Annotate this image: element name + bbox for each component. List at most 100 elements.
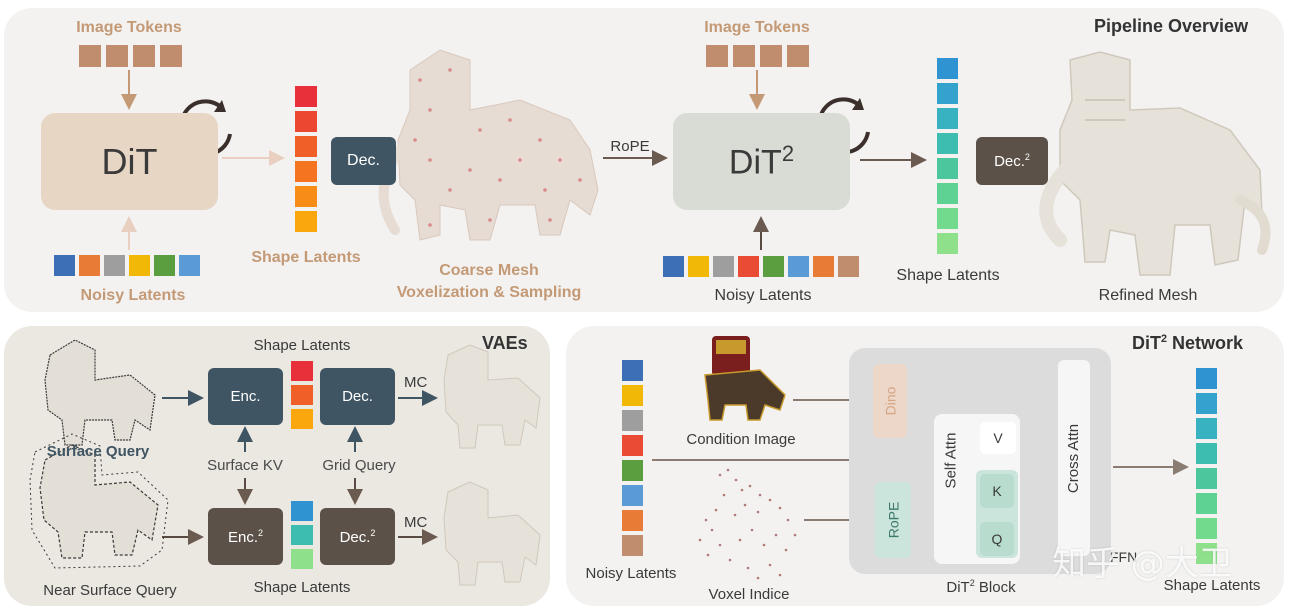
noisy-token: [79, 255, 100, 276]
dit-label: DiT: [101, 140, 158, 182]
image-token-r3: [760, 45, 782, 67]
noisy-token: [622, 385, 643, 406]
noisy-token: [813, 256, 834, 277]
vae-enc-label: Enc.: [230, 388, 261, 405]
noisy-token: [713, 256, 734, 277]
noisy-token: [622, 435, 643, 456]
watermark: 知乎 @大卫: [1052, 544, 1233, 584]
latent-cell: [291, 501, 313, 521]
image-token-r2: [733, 45, 755, 67]
latent-cell: [1196, 393, 1217, 414]
latent-cell: [295, 111, 317, 132]
noisy-token: [104, 255, 125, 276]
vae-shape-latents-top: Shape Latents: [253, 337, 351, 354]
dino-box: Dino: [873, 364, 907, 438]
vaes-title: VAEs: [482, 333, 528, 353]
image-tokens-label-left: Image Tokens: [76, 19, 182, 36]
rope-box: RoPE: [875, 482, 911, 558]
latent-cell: [291, 385, 313, 405]
near-surface-query-label: Near Surface Query: [43, 582, 177, 599]
v-label: V: [993, 430, 1003, 446]
latent-cell: [295, 211, 317, 232]
latent-cell: [1196, 443, 1217, 464]
latent-cell: [937, 83, 958, 104]
latent-cell: [937, 183, 958, 204]
latent-cell: [295, 136, 317, 157]
noisy-token: [622, 360, 643, 381]
latent-cell: [937, 58, 958, 79]
rope-label-network: RoPE: [885, 501, 902, 539]
cross-attn-box: Cross Attn: [1058, 360, 1090, 556]
dit2-label: DiT2: [728, 140, 795, 182]
cross-attn-label: Cross Attn: [1065, 423, 1083, 493]
dino-label: Dino: [881, 386, 898, 416]
latent-cell: [295, 186, 317, 207]
image-token-r1: [706, 45, 728, 67]
ffn-label: FFN: [1110, 549, 1138, 565]
noisy-token: [688, 256, 709, 277]
dec-box-left: Dec.: [331, 137, 396, 185]
noisy-token: [622, 460, 643, 481]
v-box: V: [980, 422, 1016, 454]
noisy-token: [738, 256, 759, 277]
noisy-token: [763, 256, 784, 277]
latent-cell: [1196, 518, 1217, 539]
dit2-box: DiT2: [673, 113, 850, 210]
vae-dec2-label: Dec.2: [339, 527, 376, 546]
image-token-r4: [787, 45, 809, 67]
vae-mc-bottom: MC: [404, 514, 428, 531]
image-tokens-label-right: Image Tokens: [704, 19, 810, 36]
q-label: Q: [991, 531, 1003, 547]
voxel-indice-label: Voxel Indice: [708, 586, 790, 603]
vae-shape-latents-bottom: Shape Latents: [253, 579, 351, 596]
latent-cell: [291, 549, 313, 569]
noisy-token: [622, 485, 643, 506]
network-shape-latents-label: Shape Latents: [1163, 577, 1261, 594]
noisy-token: [129, 255, 150, 276]
latent-cell: [937, 108, 958, 129]
latent-cell: [295, 161, 317, 182]
latent-cell: [937, 208, 958, 229]
k-label: K: [992, 483, 1002, 499]
coarse-mesh-line1: Coarse Mesh: [439, 262, 539, 279]
image-token-1: [79, 45, 101, 67]
latent-cell: [1196, 543, 1217, 564]
k-box: K: [980, 474, 1014, 508]
surface-kv-label: Surface KV: [207, 457, 283, 474]
vae-enc2-box: Enc.2: [208, 508, 283, 565]
image-token-3: [133, 45, 155, 67]
latent-cell: [291, 525, 313, 545]
latent-cell: [1196, 468, 1217, 489]
coarse-mesh-line2: Voxelization & Sampling: [396, 284, 582, 301]
vae-dec-label: Dec.: [342, 388, 373, 405]
q-box: Q: [980, 522, 1014, 556]
network-title: DiT2 Network: [1132, 333, 1244, 353]
noisy-token: [663, 256, 684, 277]
dec2-box-top: Dec.2: [976, 137, 1048, 185]
noisy-token: [622, 410, 643, 431]
image-token-4: [160, 45, 182, 67]
latent-cell: [1196, 493, 1217, 514]
noisy-token: [622, 510, 643, 531]
dec-label-left: Dec.: [347, 152, 380, 169]
vae-enc-box: Enc.: [208, 368, 283, 425]
noisy-token: [179, 255, 200, 276]
latent-cell: [937, 233, 958, 254]
vae-dec-box: Dec.: [320, 368, 395, 425]
latent-cell: [295, 86, 317, 107]
latent-cell: [1196, 368, 1217, 389]
coarse-mesh-label: Coarse Mesh Voxelization & Sampling: [382, 260, 596, 304]
latent-cell: [1196, 418, 1217, 439]
vae-enc2-label: Enc.2: [227, 527, 264, 546]
noisy-latents-label-left: Noisy Latents: [80, 287, 186, 304]
vae-dec2-box: Dec.2: [320, 508, 395, 565]
noisy-latents-label-right: Noisy Latents: [714, 287, 812, 304]
noisy-token: [838, 256, 859, 277]
rope-label-top: RoPE: [610, 138, 650, 155]
dit2-block-label: DiT2 Block: [946, 578, 1016, 596]
noisy-token: [54, 255, 75, 276]
image-token-2: [106, 45, 128, 67]
grid-query-label: Grid Query: [322, 457, 396, 474]
latent-cell: [937, 158, 958, 179]
shape-latents-label-right: Shape Latents: [896, 267, 1000, 284]
